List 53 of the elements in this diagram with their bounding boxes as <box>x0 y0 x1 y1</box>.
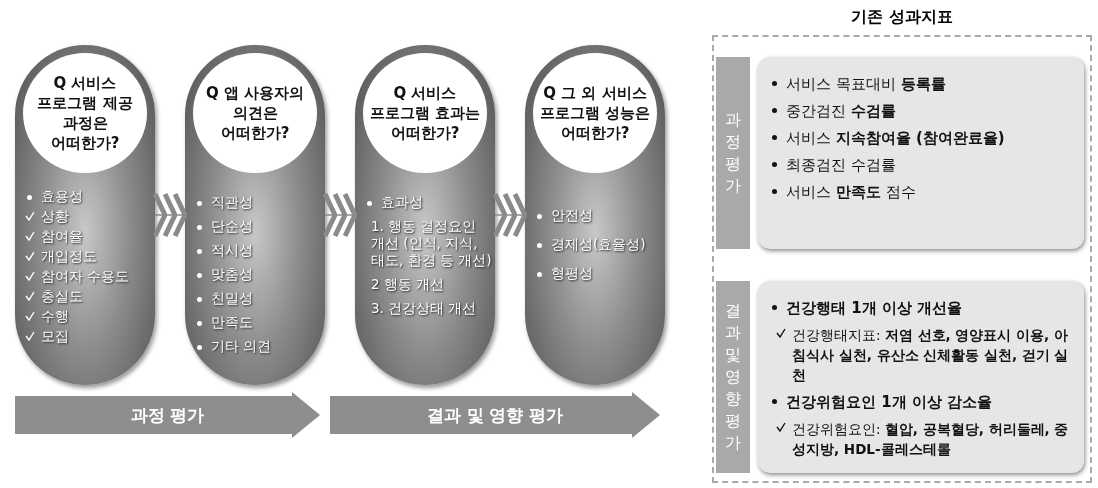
list-item: 상황 <box>41 208 70 225</box>
pill-shape <box>355 45 495 385</box>
phase-label: 결과 및 영향 평가 <box>426 403 564 427</box>
list-item: 서비스 목표대비 등록률 <box>786 74 947 94</box>
list-item: 1. 행동 결정요인 개선 (인식, 지식, 태도, 환경 등 개선) <box>371 218 493 269</box>
list-item: 최종검진 수검률 <box>786 155 897 175</box>
list-item: 효과성 <box>381 194 424 211</box>
list-item: 안전성 <box>551 207 594 224</box>
pill-shape <box>525 45 665 385</box>
list-item: 참여자 수용도 <box>41 268 131 285</box>
question-heading: Q 서비스 프로그램 효과는 어떠한가? <box>368 83 482 143</box>
question-heading: Q 앱 사용자의 의견은 어떠한가? <box>204 83 306 143</box>
indicator-card <box>758 57 1084 249</box>
list-item: 충실도 <box>41 288 84 305</box>
list-item: 만족도 <box>211 314 254 331</box>
question-heading: Q 그 외 서비스 프로그램 성능은 어떠한가? <box>538 83 652 143</box>
phase-label: 과정 평가 <box>130 403 205 427</box>
list-item: 중간검진 수검률 <box>786 101 897 121</box>
pill-shape <box>185 45 325 385</box>
chevron-arrow <box>493 193 527 237</box>
question-heading: Q 서비스 프로그램 제공 과정은 어떠한가? <box>36 73 134 153</box>
list-item: 효용성 <box>41 188 84 205</box>
list-item: 건강위험요인: 혈압, 공복혈당, 허리둘레, 중성지방, HDL-콜레스테롤 <box>792 420 1070 459</box>
vertical-label: 결과및영향평가 <box>724 300 742 454</box>
list-item: 모집 <box>41 328 70 345</box>
list-item: 건강행태 1개 이상 개선율 <box>786 298 964 318</box>
list-item: 서비스 지속참여율 (참여완료율) <box>786 128 1006 148</box>
phase-arrow <box>15 392 320 438</box>
category-bar <box>716 281 750 473</box>
category-bar <box>716 57 750 249</box>
list-item: 친밀성 <box>211 290 254 307</box>
section-heading: 기존 성과지표 <box>850 6 954 28</box>
list-item: 개입정도 <box>41 248 98 265</box>
list-item: 건강행태지표: 저염 선호, 영양표시 이용, 아침식사 실천, 유산소 신체활동 실천, 걷기 실천 <box>792 326 1070 385</box>
list-item: 직관성 <box>211 194 254 211</box>
list-item: 형평성 <box>551 265 594 282</box>
list-item: 참여율 <box>41 228 84 245</box>
list-item: 경제성(효율성) <box>551 236 647 253</box>
list-item: 맞춤성 <box>211 266 254 283</box>
list-item: 건강위험요인 1개 이상 감소율 <box>786 392 994 412</box>
list-item: 단순성 <box>211 218 254 235</box>
phase-arrow <box>330 392 660 438</box>
list-item: 서비스 만족도 점수 <box>786 182 917 202</box>
chevron-arrow <box>323 193 357 237</box>
chevron-arrow <box>153 193 187 237</box>
list-item: 기타 의견 <box>211 338 273 355</box>
list-item: 3. 건강상태 개선 <box>371 300 478 317</box>
list-item: 적시성 <box>211 242 254 259</box>
list-item: 수행 <box>41 308 70 325</box>
list-item: 2 행동 개선 <box>371 276 446 293</box>
vertical-label: 과정평가 <box>724 109 742 197</box>
indicator-card <box>758 281 1084 473</box>
pill-shape <box>15 45 155 385</box>
